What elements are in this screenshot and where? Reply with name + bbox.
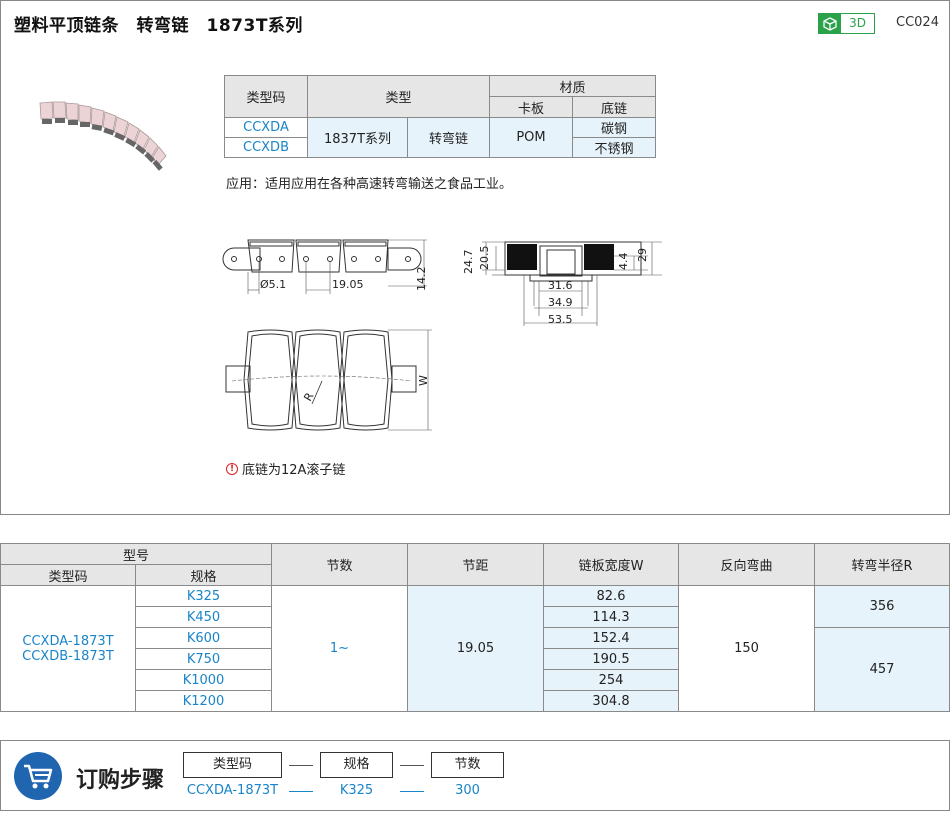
3d-label: 3D xyxy=(849,16,866,30)
order-value-spec: K325 xyxy=(339,783,374,798)
chain-note: ! 底链为12A滚子链 xyxy=(226,459,345,478)
page-title: 塑料平顶链条 转弯链 1873T系列 xyxy=(14,16,303,36)
product-code: CC024 xyxy=(896,15,939,30)
dim-pitch: 19.05 xyxy=(332,278,364,291)
header-pitch: 节距 xyxy=(407,543,544,586)
order-value-sections: 300 xyxy=(455,783,480,798)
model-table: 型号 节数 节距 链板宽度W 反向弯曲 转弯半径R 类型码 规格 CCXDA-1… xyxy=(0,543,950,712)
spec-code-cell: CCXDA xyxy=(224,117,308,138)
model-code: CCXDA-1873T xyxy=(22,633,114,649)
order-title: 订购步骤 xyxy=(76,768,165,793)
dim-349: 34.9 xyxy=(548,296,573,309)
header-model: 型号 xyxy=(0,543,272,565)
label-r: R xyxy=(301,390,316,403)
step-connector xyxy=(289,765,313,766)
spec-header-chain: 底链 xyxy=(572,96,656,118)
top-view-drawing: R W xyxy=(222,326,432,442)
radius-cell: 457 xyxy=(814,627,950,712)
dim-316: 31.6 xyxy=(548,279,573,292)
spec-header-type: 类型 xyxy=(307,75,490,118)
dim-29: 29 xyxy=(636,248,649,262)
dim-height: 14.2 xyxy=(415,267,428,292)
spec-cell: K1200 xyxy=(135,690,272,712)
back-bend-cell: 150 xyxy=(678,585,815,712)
info-icon: ! xyxy=(226,462,238,475)
header-spec: 规格 xyxy=(135,564,272,586)
front-view-drawing: 24.7 20.5 4.4 29 31.6 34.9 53.5 xyxy=(462,226,662,330)
width-cell: 152.4 xyxy=(543,627,679,649)
chain-note-text: 底链为12A滚子链 xyxy=(242,463,346,478)
cube-icon xyxy=(819,14,841,33)
model-code: CCXDB-1873T xyxy=(22,648,114,664)
3d-button[interactable]: 3D xyxy=(818,13,875,34)
order-value-code: CCXDA-1873T xyxy=(186,783,279,798)
step-connector xyxy=(289,791,313,792)
step-connector xyxy=(400,791,424,792)
dim-h1: 24.7 xyxy=(462,250,475,275)
spec-header-material: 材质 xyxy=(489,75,656,97)
spec-kind-cell: 转弯链 xyxy=(407,117,490,158)
header-sections: 节数 xyxy=(271,543,408,586)
dim-h2: 20.5 xyxy=(478,246,491,271)
spec-header-plate: 卡板 xyxy=(489,96,573,118)
header-radius: 转弯半径R xyxy=(814,543,950,586)
order-step-spec: 规格 xyxy=(320,752,393,778)
width-cell: 114.3 xyxy=(543,606,679,628)
radius-cell: 356 xyxy=(814,585,950,628)
spec-cell: K450 xyxy=(135,606,272,628)
spec-series-cell: 1837T系列 xyxy=(307,117,408,158)
spec-cell: K600 xyxy=(135,627,272,649)
dim-hole: Ø5.1 xyxy=(260,278,286,291)
spec-chain-cell: 碳钢 xyxy=(572,117,656,138)
spec-cell: K1000 xyxy=(135,669,272,691)
application-text: 应用：适用应用在各种高速转弯输送之食品工业。 xyxy=(226,177,513,192)
product-image xyxy=(36,95,186,184)
side-view-drawing: Ø5.1 19.05 14.2 xyxy=(222,226,442,302)
spec-code-cell: CCXDB xyxy=(224,137,308,158)
header-width: 链板宽度W xyxy=(543,543,679,586)
width-cell: 190.5 xyxy=(543,648,679,670)
dim-535: 53.5 xyxy=(548,313,573,326)
step-connector xyxy=(400,765,424,766)
order-step-code: 类型码 xyxy=(183,752,282,778)
header-code: 类型码 xyxy=(0,564,136,586)
sections-cell: 1~ xyxy=(271,585,408,712)
spec-chain-cell: 不锈钢 xyxy=(572,137,656,158)
spec-cell: K325 xyxy=(135,585,272,607)
label-w: W xyxy=(417,375,430,386)
spec-table: 类型码 类型 材质 卡板 底链 CCXDA 1837T系列 转弯链 POM 碳钢… xyxy=(224,75,656,158)
width-cell: 82.6 xyxy=(543,585,679,607)
pitch-cell: 19.05 xyxy=(407,585,544,712)
spec-plate-cell: POM xyxy=(489,117,573,158)
order-step-sections: 节数 xyxy=(431,752,504,778)
width-cell: 254 xyxy=(543,669,679,691)
spec-cell: K750 xyxy=(135,648,272,670)
spec-header-code: 类型码 xyxy=(224,75,308,118)
width-cell: 304.8 xyxy=(543,690,679,712)
model-code-cell: CCXDA-1873T CCXDB-1873T xyxy=(0,585,136,712)
header-back-bend: 反向弯曲 xyxy=(678,543,815,586)
dim-44: 4.4 xyxy=(617,253,630,271)
cart-icon xyxy=(14,752,62,800)
